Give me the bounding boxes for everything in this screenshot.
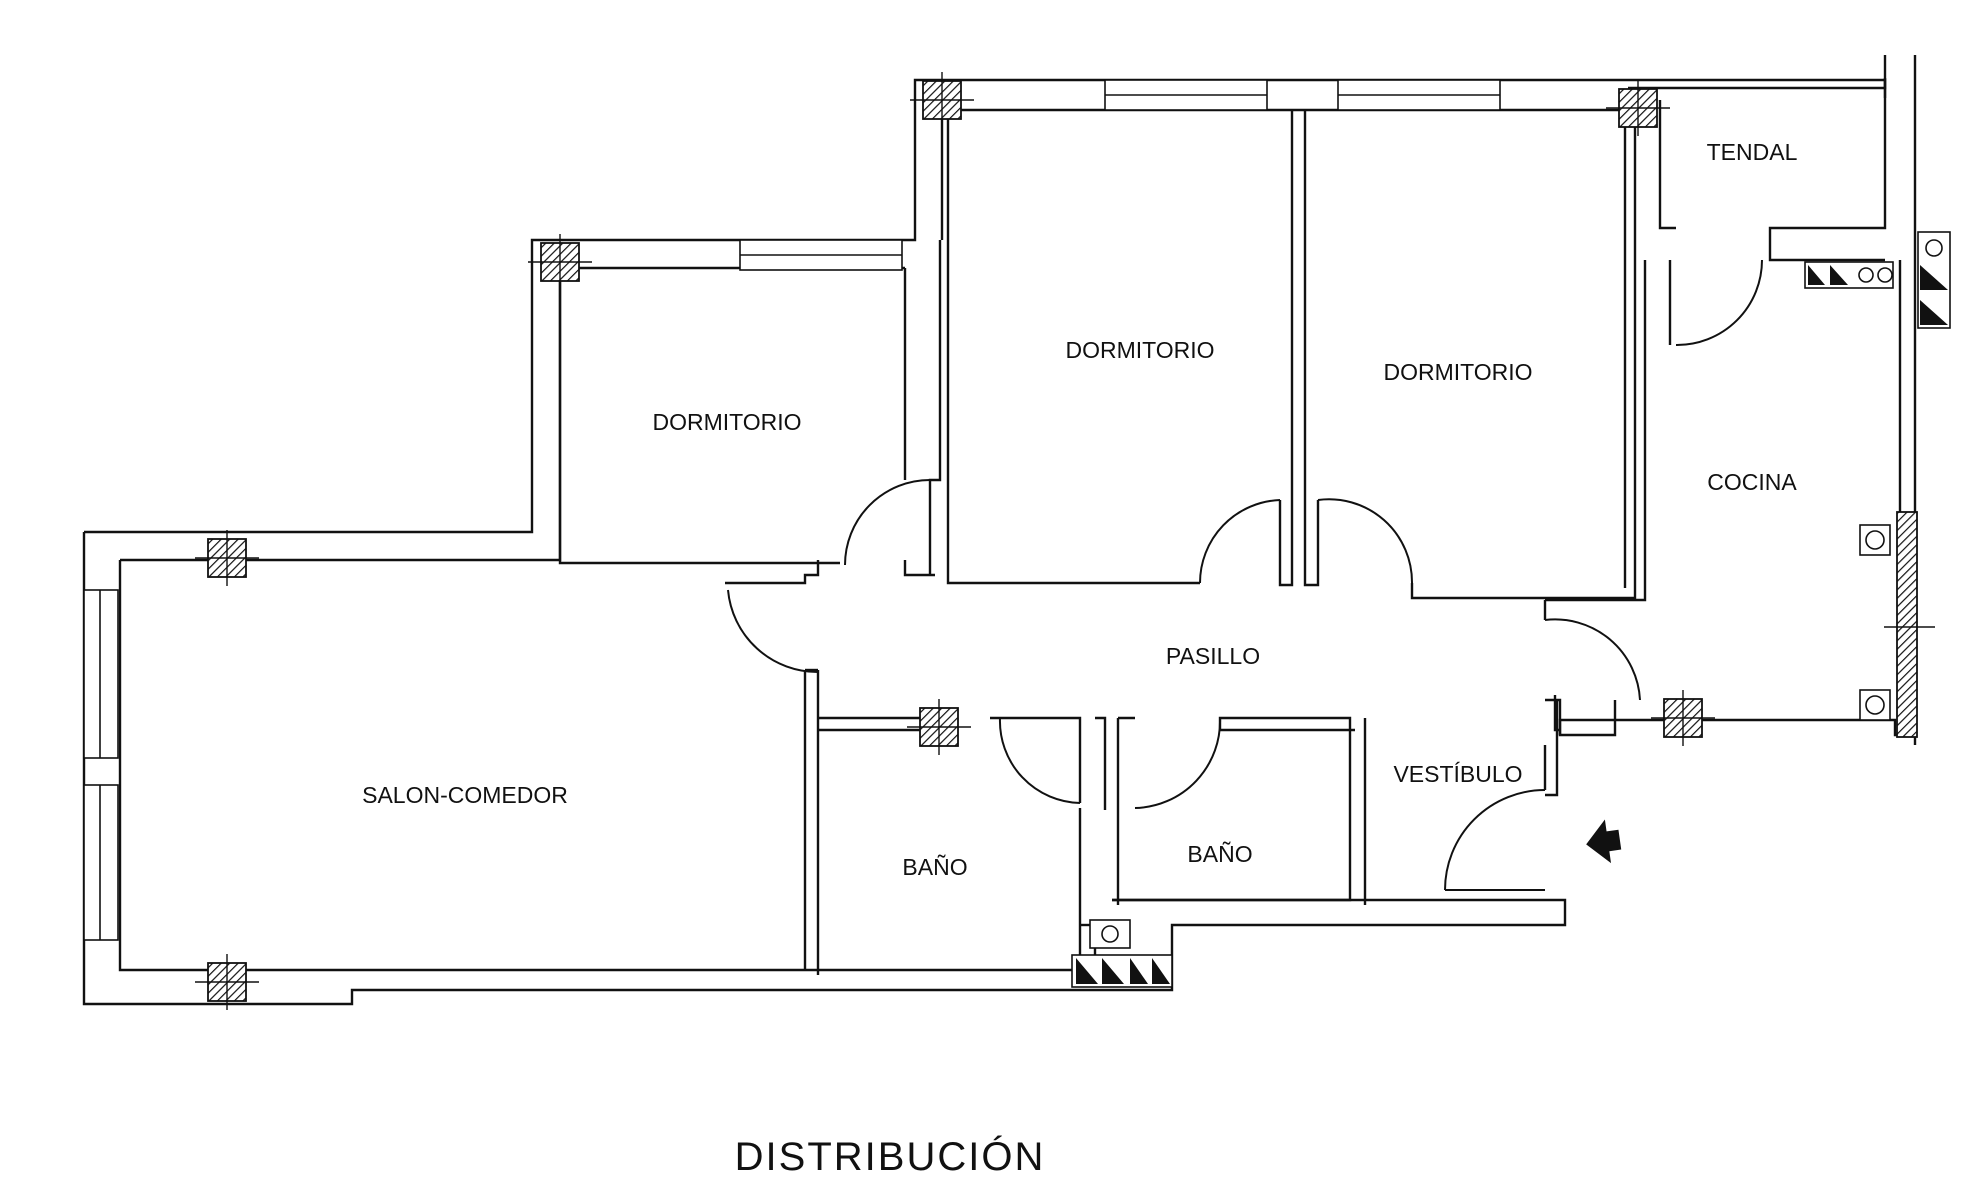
- room-label-vestibulo: VESTÍBULO: [1393, 761, 1522, 787]
- window-dormitorio-2: [1104, 79, 1268, 111]
- duct-icon: [1071, 231, 1951, 988]
- room-label-dormitorio-3: DORMITORIO: [1383, 359, 1532, 385]
- window-dormitorio-3: [1337, 79, 1501, 111]
- room-label-bano-2: BAÑO: [1187, 841, 1252, 867]
- room-label-tendal: TENDAL: [1707, 139, 1798, 165]
- room-label-cocina: COCINA: [1707, 469, 1797, 495]
- room-label-pasillo: PASILLO: [1166, 643, 1260, 669]
- outer-walls: [82, 55, 1917, 1006]
- window-dormitorio-1: [739, 239, 903, 271]
- doors: [727, 259, 1763, 891]
- room-label-bano-1: BAÑO: [902, 854, 967, 880]
- room-label-dormitorio-2: DORMITORIO: [1065, 337, 1214, 363]
- kitchen-hatched-wall: [1884, 511, 1935, 738]
- plan-title: DISTRIBUCIÓN: [735, 1134, 1046, 1179]
- window-salon: [83, 589, 119, 941]
- room-label-salon-comedor: SALON-COMEDOR: [362, 782, 568, 808]
- room-label-dormitorio-1: DORMITORIO: [652, 409, 801, 435]
- entrance-arrow-icon: [1586, 819, 1622, 864]
